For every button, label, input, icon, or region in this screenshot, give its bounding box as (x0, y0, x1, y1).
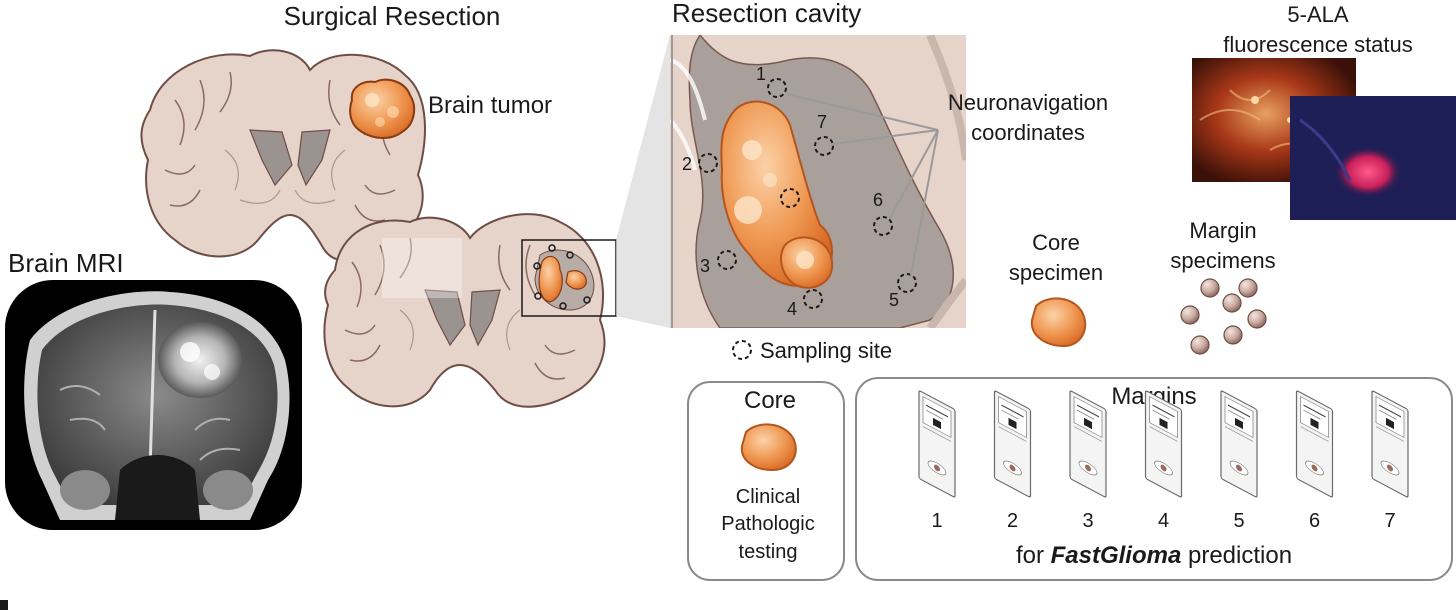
slide-number: 5 (1233, 510, 1244, 532)
site-label-3: 3 (700, 256, 710, 276)
surgical-resection-title: Surgical Resection (284, 1, 501, 31)
margins-footer-suffix: prediction (1181, 542, 1292, 569)
margin-specimens-label-line2: specimens (1170, 248, 1275, 273)
core-specimen (1030, 297, 1087, 348)
slide-number: 7 (1384, 510, 1395, 532)
margins-footer-prefix: for (1016, 542, 1051, 569)
core-box-line2: Pathologic (721, 513, 814, 535)
slide-number: 3 (1082, 510, 1093, 532)
core-specimen-label-line1: Core (1032, 230, 1080, 255)
microscope-slide (993, 390, 1032, 498)
resection-cavity-title: Resection cavity (672, 0, 861, 28)
core-box: Core Clinical Pathologic testing (687, 381, 845, 581)
core-box-line1: Clinical (736, 486, 800, 508)
slide-number: 4 (1158, 510, 1169, 532)
site-label-4: 4 (787, 299, 797, 319)
sampling-site-2 (698, 153, 718, 173)
margin-specimens-label-line1: Margin (1189, 218, 1256, 243)
margins-footer-emphasis: FastGlioma (1051, 542, 1182, 569)
sampling-site-3 (717, 250, 737, 270)
panel-marker (0, 600, 8, 610)
margins-box-footer: for FastGlioma prediction (1016, 542, 1292, 569)
slide-number: 6 (1309, 510, 1320, 532)
core-specimen-label-line2: specimen (1009, 260, 1103, 285)
neuronavigation-label-line1: Neuronavigation (948, 90, 1108, 115)
brain-tumor-label: Brain tumor (428, 92, 552, 119)
neuronavigation-lines (785, 93, 939, 276)
sampling-site-legend-icon (732, 340, 752, 360)
sampling-site-7 (814, 136, 834, 156)
site-label-7: 7 (817, 112, 827, 132)
brain-slice-resected (323, 213, 606, 408)
sampling-site-5 (897, 273, 917, 293)
sampling-site-4 (803, 289, 823, 309)
core-box-line3: testing (739, 541, 798, 563)
sampling-site-legend-label: Sampling site (760, 338, 892, 363)
slide-row: 1 2 3 4 5 6 7 (918, 390, 1409, 532)
sampling-site-6 (873, 216, 893, 236)
sampling-site-1 (767, 78, 787, 98)
slide-number: 1 (931, 510, 942, 532)
sampling-sites (698, 78, 917, 309)
brain-mri-image (5, 280, 302, 530)
resection-cavity-small (533, 244, 595, 311)
slide-number: 2 (1007, 510, 1018, 532)
microscope-slide (1371, 390, 1409, 498)
neuronavigation-label-line2: coordinates (971, 120, 1085, 145)
resection-cavity-enlarged (670, 35, 966, 328)
fluorescence-label-line1: 5-ALA (1287, 2, 1348, 27)
margin-specimens (1180, 278, 1267, 355)
brain-mri-label: Brain MRI (8, 248, 124, 278)
microscope-slide (918, 390, 956, 498)
fluorescence-label-line2: fluorescence status (1223, 32, 1413, 57)
brain-tumor-top (349, 78, 416, 139)
microscope-slide (1295, 390, 1334, 498)
core-box-specimen (740, 423, 797, 472)
site-label-6: 6 (873, 190, 883, 210)
microscope-slide (1069, 390, 1107, 498)
core-box-title: Core (744, 387, 796, 414)
site-label-2: 2 (682, 154, 692, 174)
sampling-site-core (780, 188, 800, 208)
site-label-5: 5 (889, 290, 899, 310)
site-label-1: 1 (756, 64, 766, 84)
microscope-slide (1220, 390, 1258, 498)
microscope-slide (1144, 390, 1183, 498)
fluorescence-blue-light-photo (1290, 96, 1456, 220)
zoom-connector (616, 35, 670, 328)
